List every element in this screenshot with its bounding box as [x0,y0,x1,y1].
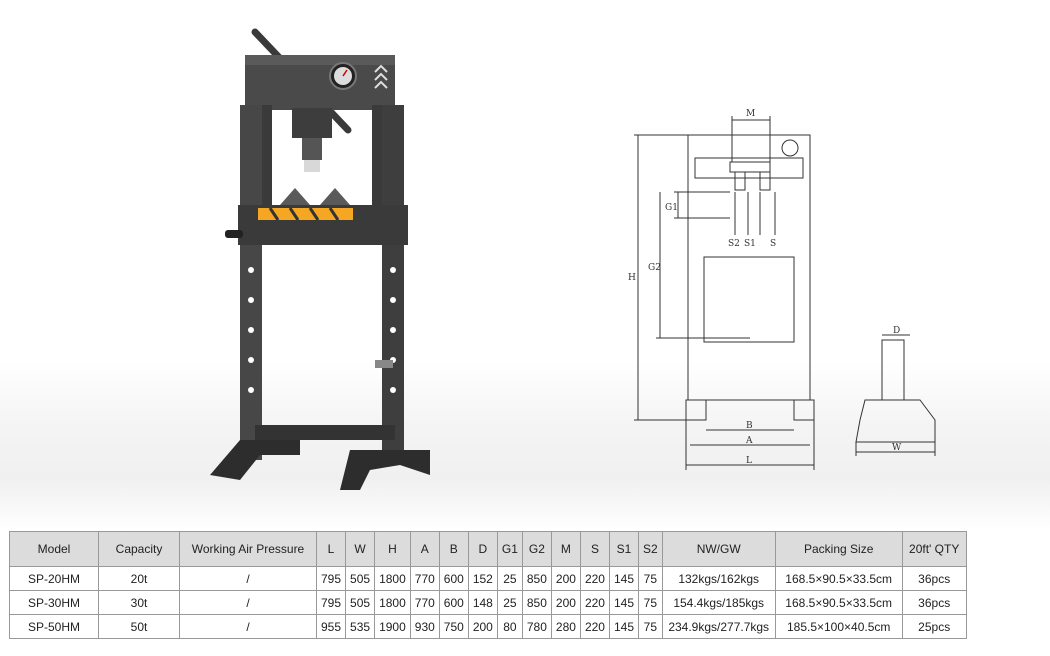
dim-label-S2: S2 [728,239,740,249]
header-g2: G2 [521,531,552,567]
header-l: L [315,531,347,567]
table-cell: 200 [467,614,498,639]
table-cell: SP-20HM [9,566,99,591]
table-cell: 145 [608,566,640,591]
table-cell: 955 [315,614,347,639]
table-cell: 145 [608,590,640,615]
table-cell: SP-30HM [9,590,99,615]
table-cell: 234.9kgs/277.7kgs [661,614,776,639]
header-packing-size: Packing Size [774,531,903,567]
table-cell: / [179,614,317,639]
header-qty: 20ft' QTY [901,531,967,567]
dim-label-A: A [745,436,753,446]
table-cell: 75 [638,566,663,591]
dim-label-G2: G2 [648,263,661,273]
shop-press-photo [210,28,430,490]
table-cell: 1800 [374,566,411,591]
dim-label-D: D [893,326,900,336]
table-cell: 75 [638,590,663,615]
table-cell: 850 [521,590,552,615]
table-cell: / [179,590,317,615]
table-cell: 770 [409,566,440,591]
table-cell: 220 [579,590,610,615]
table-cell: 25 [496,590,523,615]
table-cell: 600 [438,590,469,615]
header-w: W [345,531,376,567]
table-cell: 30t [98,590,180,615]
table-cell: 25pcs [901,614,967,639]
table-row: SP-30HM 30t / 795 505 1800 770 600 148 2… [9,590,967,615]
table-header-row: Model Capacity Working Air Pressure L W … [9,531,967,567]
table-cell: 200 [550,566,581,591]
table-cell: 280 [550,614,581,639]
table-cell: 750 [438,614,469,639]
table-cell: 535 [345,614,376,639]
table-cell: 36pcs [901,590,967,615]
table-cell: 795 [315,590,347,615]
header-air-pressure: Working Air Pressure [179,531,317,567]
table-cell: 25 [496,566,523,591]
table-cell: 132kgs/162kgs [661,566,776,591]
table-cell: 148 [467,590,498,615]
table-cell: 930 [409,614,440,639]
header-a: A [409,531,440,567]
table-cell: 145 [608,614,640,639]
dim-label-S1: S1 [744,239,756,249]
header-d: D [467,531,498,567]
header-b: B [438,531,469,567]
floor-shadow [0,360,1050,530]
header-capacity: Capacity [98,531,180,567]
table-cell: 168.5×90.5×33.5cm [774,590,903,615]
header-h: H [374,531,411,567]
table-cell: 220 [579,614,610,639]
header-s2: S2 [638,531,663,567]
table-cell: 770 [409,590,440,615]
table-cell: 36pcs [901,566,967,591]
table-cell: / [179,566,317,591]
table-cell: 50t [98,614,180,639]
table-cell: 1800 [374,590,411,615]
header-nw-gw: NW/GW [661,531,776,567]
table-cell: 168.5×90.5×33.5cm [774,566,903,591]
table-row: SP-50HM 50t / 955 535 1900 930 750 200 8… [9,614,967,639]
header-model: Model [9,531,99,567]
table-cell: 505 [345,566,376,591]
table-cell: 795 [315,566,347,591]
table-cell: 80 [496,614,523,639]
dim-label-L: L [746,456,752,466]
table-cell: 185.5×100×40.5cm [774,614,903,639]
table-cell: 600 [438,566,469,591]
dim-label-W: W [892,443,902,453]
dim-label-G1: G1 [665,203,678,213]
table-cell: 780 [521,614,552,639]
dim-label-B: B [746,421,753,431]
spec-table: Model Capacity Working Air Pressure L W … [9,531,967,639]
header-m: M [550,531,581,567]
table-cell: 220 [579,566,610,591]
dimension-drawing: M H G1 G2 S2 S1 S B A L D W [628,109,936,470]
dim-label-M: M [746,109,755,119]
table-cell: 200 [550,590,581,615]
table-cell: 1900 [374,614,411,639]
table-cell: 850 [521,566,552,591]
table-cell: 75 [638,614,663,639]
table-cell: SP-50HM [9,614,99,639]
dim-label-H: H [628,273,636,283]
header-s: S [579,531,610,567]
header-s1: S1 [608,531,640,567]
table-cell: 20t [98,566,180,591]
dim-label-S: S [770,239,776,249]
table-cell: 152 [467,566,498,591]
table-cell: 154.4kgs/185kgs [661,590,776,615]
header-g1: G1 [496,531,523,567]
table-row: SP-20HM 20t / 795 505 1800 770 600 152 2… [9,566,967,591]
table-cell: 505 [345,590,376,615]
